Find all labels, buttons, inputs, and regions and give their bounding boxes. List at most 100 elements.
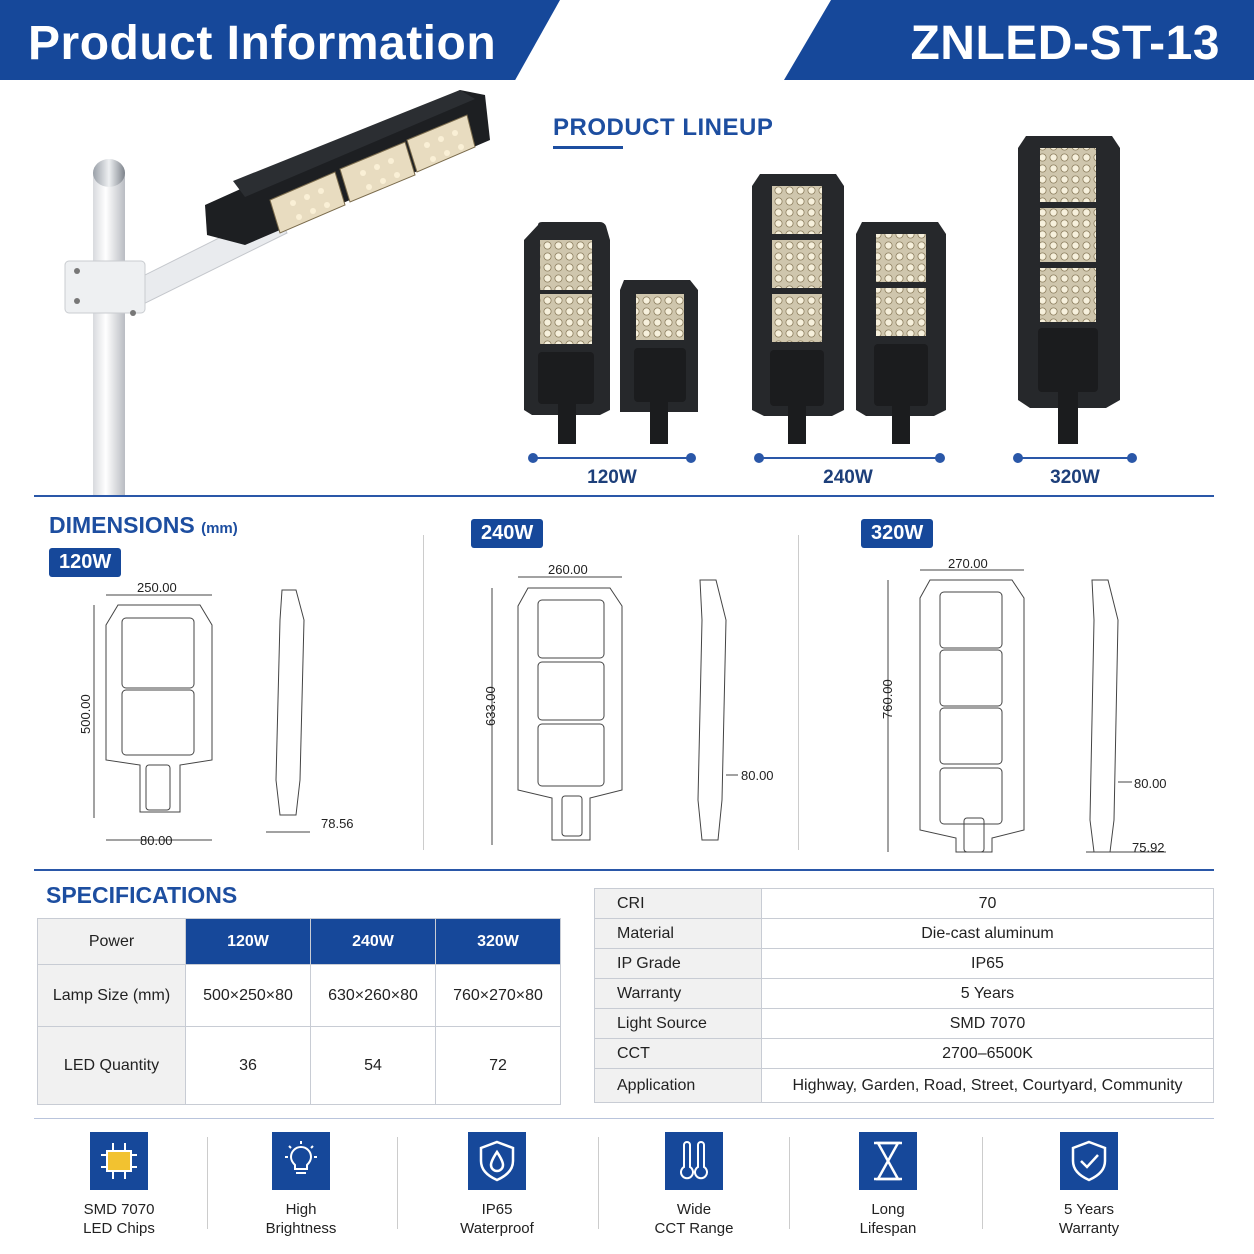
spec-key: Light Source: [594, 1008, 762, 1039]
dim-tag-240w: 240W: [471, 519, 544, 548]
feature-line1: SMD 7070: [83, 1201, 155, 1218]
dim-120w-depth: 78.56: [321, 816, 354, 831]
feature-line1: Long: [871, 1201, 905, 1218]
spec-key: Application: [594, 1068, 762, 1103]
spec-key: Material: [594, 918, 762, 949]
dim-240w-height: 633.00: [483, 686, 498, 726]
lineup-range-240w: [754, 453, 945, 463]
dim-320w-side: 75.92: [1132, 840, 1165, 855]
feature-line1: IP65: [481, 1201, 513, 1218]
feature-divider: [789, 1137, 790, 1229]
spec-value: 2700–6500K: [761, 1038, 1214, 1069]
spec-value: Die-cast aluminum: [761, 918, 1214, 949]
dim-240w-depth: 80.00: [741, 768, 774, 783]
dimensions-title-text: DIMENSIONS: [49, 512, 195, 538]
feature-line2: Brightness: [265, 1220, 337, 1237]
dim-120w-width: 250.00: [137, 580, 177, 595]
header-banner-left: [0, 0, 560, 80]
feature-line2: Waterproof: [460, 1220, 534, 1237]
spec-header-120w: 120W: [185, 918, 311, 965]
lineup-underline: [553, 146, 623, 149]
spec-value: 5 Years: [761, 978, 1214, 1009]
chip-icon: [90, 1132, 148, 1190]
spec-key: Warranty: [594, 978, 762, 1009]
shield-check-icon: [1060, 1132, 1118, 1190]
spec-header-power: Power: [37, 918, 186, 965]
dim-320w-depth: 80.00: [1134, 776, 1167, 791]
dim-320w-height: 760.00: [880, 679, 895, 719]
spec-cell: 36: [185, 1026, 311, 1105]
spec-cell: 760×270×80: [435, 964, 561, 1027]
lineup-range-320w: [1013, 453, 1137, 463]
dim-tag-120w: 120W: [49, 548, 122, 577]
header-banner-right: [784, 0, 1254, 80]
dim-tag-320w: 320W: [861, 519, 934, 548]
lineup-label-320w: 320W: [1050, 467, 1100, 488]
dimensions-title: DIMENSIONS (mm): [49, 512, 238, 539]
feature-divider: [207, 1137, 208, 1229]
dim-240w-width: 260.00: [548, 562, 588, 577]
lineup-lamps-image: [524, 136, 1120, 444]
feature-line2: Lifespan: [859, 1220, 917, 1237]
spec-value: SMD 7070: [761, 1008, 1214, 1039]
spec-value: Highway, Garden, Road, Street, Courtyard…: [761, 1068, 1214, 1103]
feature-divider: [397, 1137, 398, 1229]
thermometer-icon: [665, 1132, 723, 1190]
feature-divider: [982, 1137, 983, 1229]
spec-key: CRI: [594, 888, 762, 919]
bulb-icon: [272, 1132, 330, 1190]
spec-value: IP65: [761, 948, 1214, 979]
dim-120w-height: 500.00: [78, 694, 93, 734]
page-title: Product Information: [28, 17, 497, 70]
spec-header-320w: 320W: [435, 918, 561, 965]
dim-divider-1: [423, 535, 424, 850]
feature-divider: [598, 1137, 599, 1229]
specifications-title: SPECIFICATIONS: [46, 882, 238, 908]
feature-line2: CCT Range: [654, 1220, 734, 1237]
lineup-range-120w: [528, 453, 696, 463]
dim-120w-mount: 80.00: [140, 833, 173, 848]
street-light-hero-image: [64, 90, 490, 497]
hourglass-icon: [859, 1132, 917, 1190]
dim-320w-width: 270.00: [948, 556, 988, 571]
spec-table-power: Power 120W 240W 320W Lamp Size (mm) 500×…: [37, 918, 561, 1105]
dimensions-unit: (mm): [201, 520, 238, 537]
spec-row-label: LED Quantity: [37, 1026, 186, 1105]
dim-divider-2: [798, 535, 799, 850]
lineup-title: PRODUCT LINEUP: [553, 114, 774, 141]
spec-cell: 630×260×80: [310, 964, 436, 1027]
feature-line2: Warranty: [1058, 1220, 1120, 1237]
spec-cell: 72: [435, 1026, 561, 1105]
feature-line1: Wide: [676, 1201, 712, 1218]
spec-value: 70: [761, 888, 1214, 919]
spec-key: IP Grade: [594, 948, 762, 979]
lineup-label-240w: 240W: [823, 467, 873, 488]
table-row: Lamp Size (mm) 500×250×80 630×260×80 760…: [37, 964, 561, 1027]
spec-cell: 54: [310, 1026, 436, 1105]
section-divider-2: [34, 869, 1214, 871]
shield-drop-icon: [468, 1132, 526, 1190]
table-row: LED Quantity 36 54 72: [37, 1026, 561, 1105]
model-number: ZNLED-ST-13: [910, 17, 1220, 70]
feature-line1: 5 Years: [1063, 1201, 1115, 1218]
spec-header-240w: 240W: [310, 918, 436, 965]
feature-line2: LED Chips: [83, 1220, 155, 1237]
spec-key: CCT: [594, 1038, 762, 1069]
section-divider: [34, 495, 1214, 497]
lineup-label-120w: 120W: [587, 467, 637, 488]
spec-cell: 500×250×80: [185, 964, 311, 1027]
